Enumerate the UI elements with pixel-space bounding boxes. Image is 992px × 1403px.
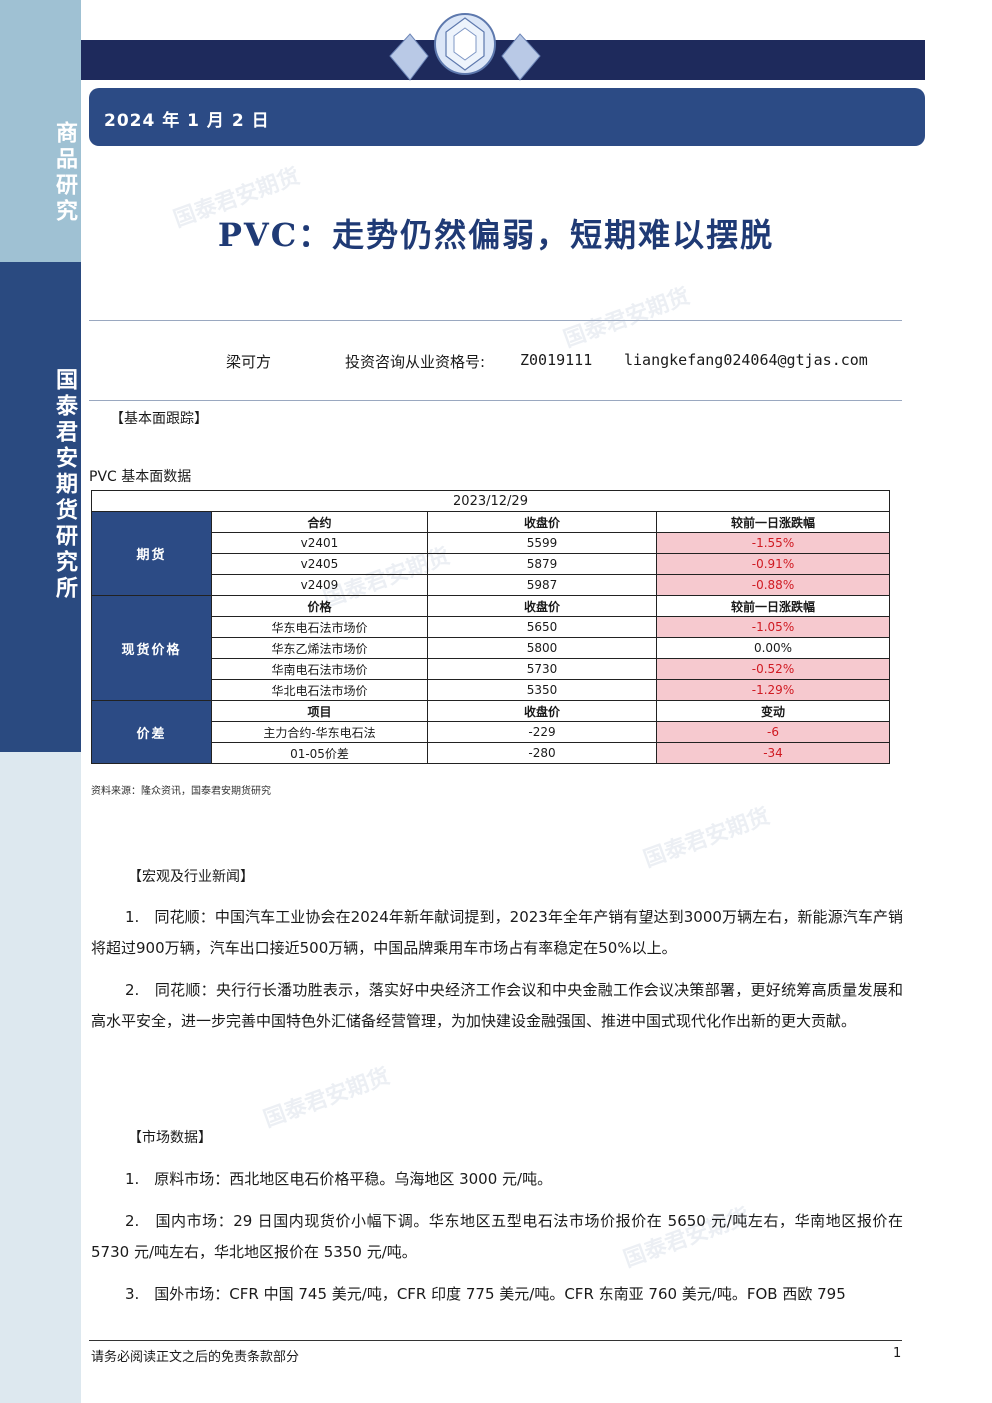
watermark: 国泰君安期货 bbox=[560, 284, 694, 353]
cell-contract: v2409 bbox=[211, 574, 428, 596]
table-row: 华南电石法市场价 5730 -0.52% bbox=[92, 658, 890, 680]
macro-news-item: 2. 同花顺：央行行长潘功胜表示，落实好中央经济工作会议和中央金融工作会议决策部… bbox=[91, 981, 903, 1030]
column-header: 收盘价 bbox=[427, 595, 657, 617]
section-heading-macro: 【宏观及行业新闻】 bbox=[128, 869, 254, 885]
category-futures: 期货 bbox=[91, 511, 212, 596]
sidebar-label-commodity: 商品研究 bbox=[52, 121, 78, 225]
cell-change: -1.55% bbox=[656, 532, 890, 554]
cell-change: -0.52% bbox=[656, 658, 890, 680]
column-header: 较前一日涨跌幅 bbox=[656, 511, 890, 533]
column-header: 价格 bbox=[211, 595, 428, 617]
sidebar-top-panel bbox=[0, 0, 81, 262]
sidebar-bottom-panel bbox=[0, 752, 81, 1403]
market-data-item: 3. 国外市场：CFR 中国 745 美元/吨，CFR 印度 775 美元/吨。… bbox=[125, 1285, 846, 1303]
table-row: 01-05价差 -280 -34 bbox=[92, 742, 890, 764]
footer-disclaimer: 请务必阅读正文之后的免责条款部分 bbox=[91, 1350, 300, 1365]
divider bbox=[89, 320, 902, 321]
cell-change: -34 bbox=[656, 742, 890, 764]
cell-item: 主力合约-华东电石法 bbox=[211, 721, 428, 743]
sidebar-label-institute: 国泰君安期货研究所 bbox=[52, 368, 78, 602]
column-header: 较前一日涨跌幅 bbox=[656, 595, 890, 617]
cell-close: 5800 bbox=[427, 637, 657, 659]
watermark: 国泰君安期货 bbox=[260, 1064, 394, 1133]
table-row: v2401 5599 -1.55% bbox=[92, 532, 890, 554]
column-header: 项目 bbox=[211, 700, 428, 722]
cell-change: -0.88% bbox=[656, 574, 890, 596]
column-header: 合约 bbox=[211, 511, 428, 533]
cell-change: -6 bbox=[656, 721, 890, 743]
divider bbox=[89, 400, 902, 401]
cell-change: -0.91% bbox=[656, 553, 890, 575]
table-date: 2023/12/29 bbox=[91, 490, 890, 512]
fundamentals-table: 2023/12/29 期货 合约 收盘价 较前一日涨跌幅 v2401 5599 … bbox=[91, 490, 890, 764]
table-row: 华北电石法市场价 5350 -1.29% bbox=[92, 679, 890, 701]
license-label: 投资咨询从业资格号: bbox=[345, 353, 486, 371]
author-email[interactable]: liangkefang024064@gtjas.com bbox=[624, 351, 868, 369]
table-row: v2409 5987 -0.88% bbox=[92, 574, 890, 596]
cell-close: -280 bbox=[427, 742, 657, 764]
diamond-logo-icon bbox=[389, 13, 541, 81]
table-row: 华东乙烯法市场价 5800 0.00% bbox=[92, 637, 890, 659]
cell-close: 5879 bbox=[427, 553, 657, 575]
cell-close: 5650 bbox=[427, 616, 657, 638]
column-header: 收盘价 bbox=[427, 511, 657, 533]
cell-price-type: 华东乙烯法市场价 bbox=[211, 637, 428, 659]
cell-price-type: 华东电石法市场价 bbox=[211, 616, 428, 638]
watermark: 国泰君安期货 bbox=[640, 804, 774, 873]
author-name: 梁可方 bbox=[226, 353, 272, 371]
cell-change: -1.29% bbox=[656, 679, 890, 701]
cell-close: -229 bbox=[427, 721, 657, 743]
cell-close: 5987 bbox=[427, 574, 657, 596]
macro-news-item: 1. 同花顺：中国汽车工业协会在2024年新年献词提到，2023年全年产销有望达… bbox=[91, 908, 903, 957]
cell-price-type: 华北电石法市场价 bbox=[211, 679, 428, 701]
table-row: 主力合约-华东电石法 -229 -6 bbox=[92, 721, 890, 743]
table-caption: PVC 基本面数据 bbox=[89, 469, 192, 485]
cell-change: -1.05% bbox=[656, 616, 890, 638]
market-data-item: 2. 国内市场：29 日国内现货价小幅下调。华东地区五型电石法市场价报价在 56… bbox=[91, 1212, 903, 1261]
column-header: 变动 bbox=[656, 700, 890, 722]
category-spread: 价差 bbox=[91, 700, 212, 764]
cell-item: 01-05价差 bbox=[211, 742, 428, 764]
section-heading-market: 【市场数据】 bbox=[128, 1130, 212, 1146]
table-row: 华东电石法市场价 5650 -1.05% bbox=[92, 616, 890, 638]
cell-change: 0.00% bbox=[656, 637, 890, 659]
license-number: Z0019111 bbox=[520, 351, 593, 369]
table-source: 资料来源：隆众资讯，国泰君安期货研究 bbox=[91, 786, 271, 797]
cell-price-type: 华南电石法市场价 bbox=[211, 658, 428, 680]
table-row: v2405 5879 -0.91% bbox=[92, 553, 890, 575]
column-header: 收盘价 bbox=[427, 700, 657, 722]
cell-close: 5350 bbox=[427, 679, 657, 701]
market-data-item: 1. 原料市场：西北地区电石价格平稳。乌海地区 3000 元/吨。 bbox=[125, 1170, 553, 1188]
date-banner bbox=[89, 88, 925, 146]
report-date: 2024 年 1 月 2 日 bbox=[104, 111, 270, 131]
header-band bbox=[81, 40, 925, 80]
cell-contract: v2405 bbox=[211, 553, 428, 575]
footer-divider bbox=[89, 1340, 902, 1341]
sidebar-mid-panel bbox=[0, 262, 81, 752]
cell-close: 5730 bbox=[427, 658, 657, 680]
section-heading-fundamentals: 【基本面跟踪】 bbox=[110, 411, 208, 427]
page-number: 1 bbox=[893, 1346, 902, 1361]
page-title: PVC：走势仍然偏弱，短期难以摆脱 bbox=[217, 216, 775, 254]
category-spot: 现货价格 bbox=[91, 595, 212, 701]
cell-contract: v2401 bbox=[211, 532, 428, 554]
cell-close: 5599 bbox=[427, 532, 657, 554]
